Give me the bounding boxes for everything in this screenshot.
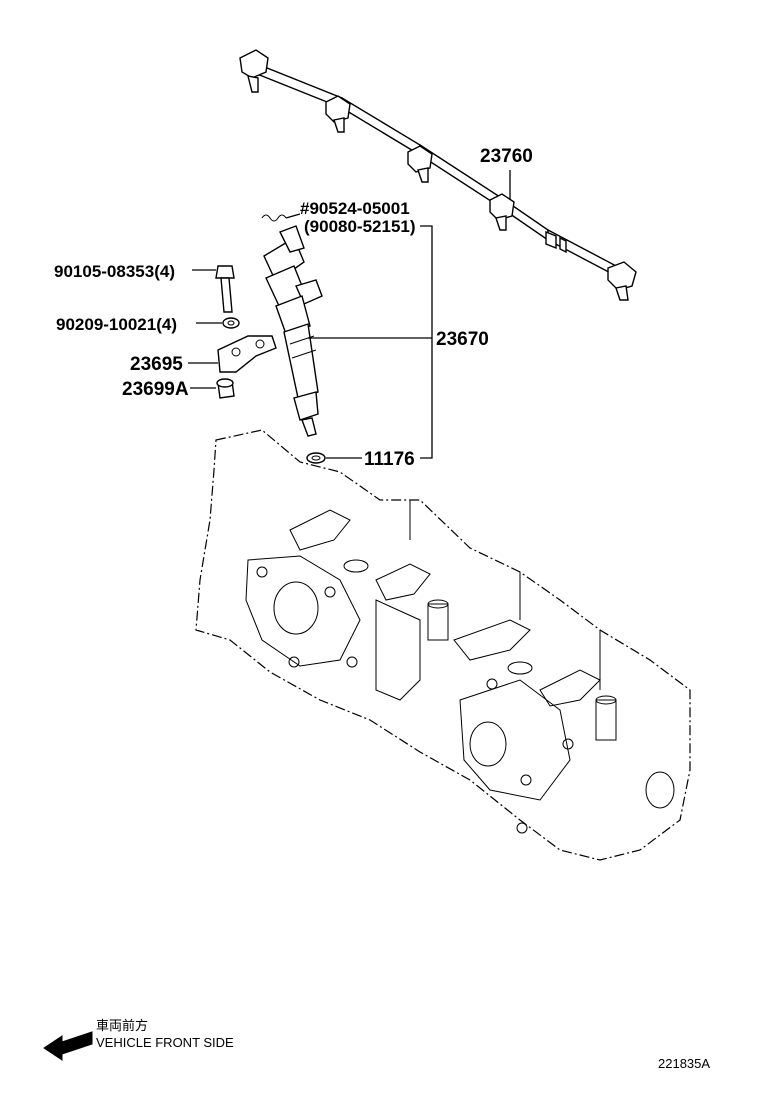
- bolt[interactable]: [215, 265, 235, 313]
- clamp[interactable]: [217, 335, 277, 373]
- direction-en: VEHICLE FRONT SIDE: [96, 1035, 234, 1050]
- label-gasket-alt[interactable]: (90080-52151): [304, 217, 416, 236]
- diagram-code: 221835A: [658, 1056, 710, 1071]
- seal-ring[interactable]: [306, 452, 326, 464]
- cylinder-head: [195, 429, 691, 861]
- label-washer[interactable]: 90209-10021(4): [56, 315, 177, 334]
- label-fuel-rail[interactable]: 23760: [480, 146, 533, 167]
- label-bolt[interactable]: 90105-08353(4): [54, 262, 175, 281]
- label-collar[interactable]: 23699A: [122, 379, 189, 400]
- label-gasket[interactable]: #90524-05001: [300, 199, 410, 218]
- collar[interactable]: [216, 378, 235, 399]
- label-seal-ring[interactable]: 11176: [364, 449, 415, 470]
- label-clamp[interactable]: 23695: [130, 354, 183, 375]
- direction-jp: 車両前方: [96, 1018, 148, 1033]
- injector[interactable]: [263, 225, 323, 437]
- arrow-left-icon: [43, 1031, 93, 1061]
- washer[interactable]: [222, 317, 240, 329]
- label-injector[interactable]: 23670: [436, 329, 489, 350]
- fuel-rail[interactable]: [239, 49, 637, 301]
